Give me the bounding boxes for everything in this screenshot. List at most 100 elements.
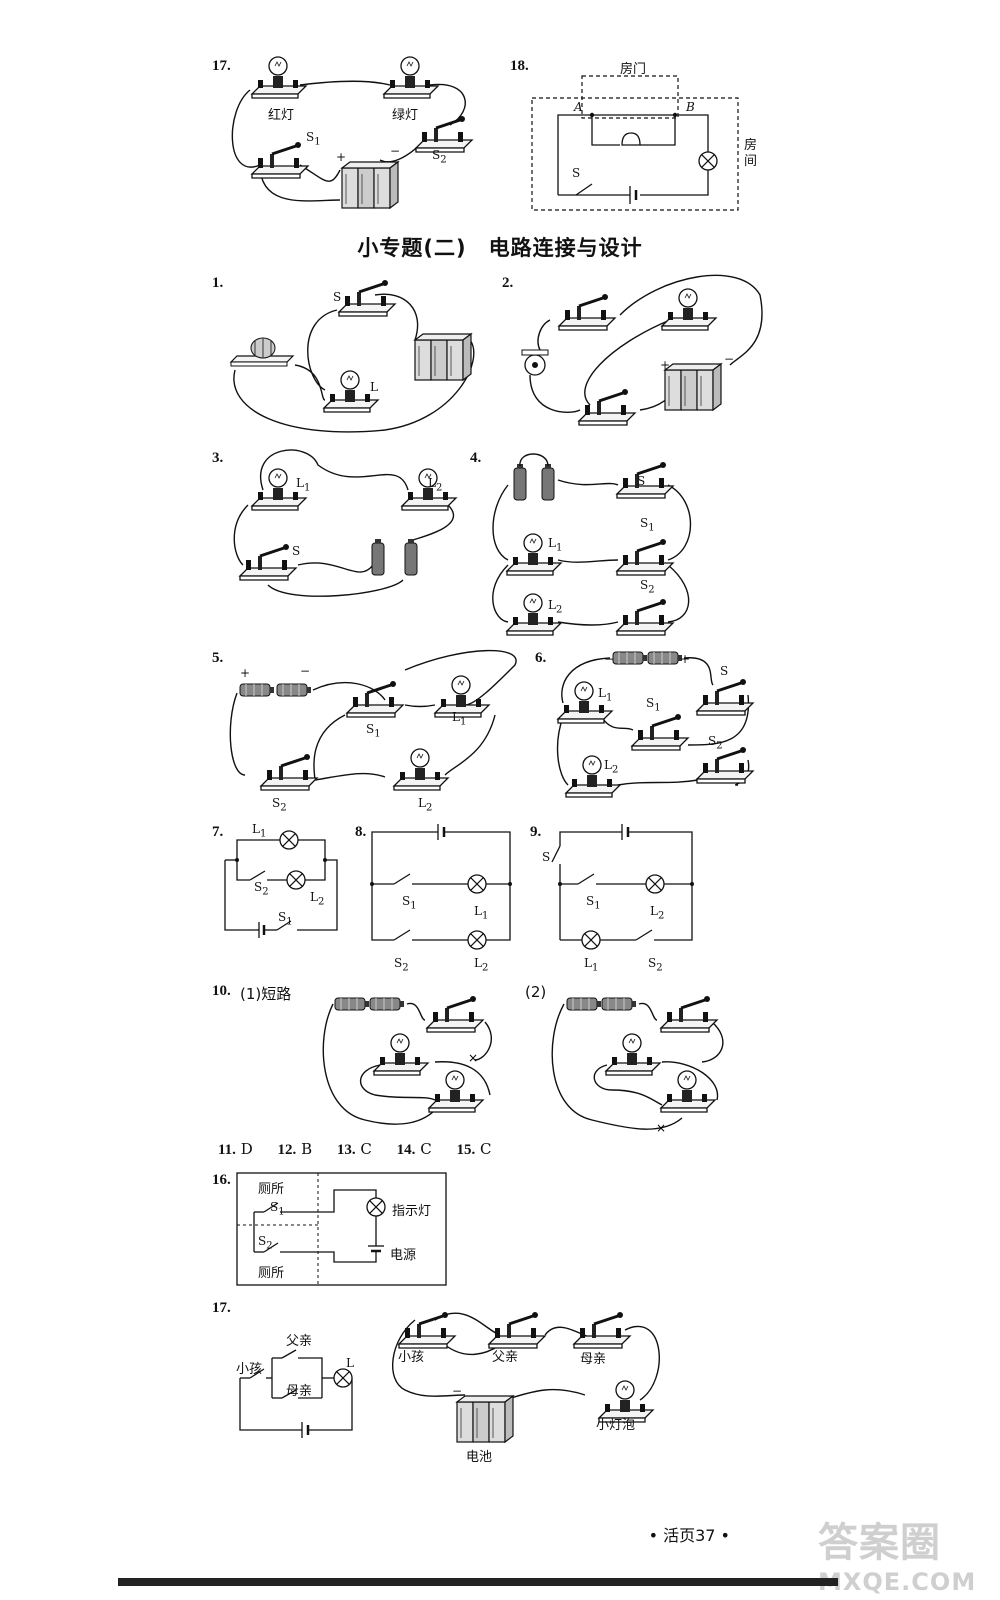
q17-circuit-diagram xyxy=(231,56,474,209)
q2-circuit-diagram xyxy=(521,274,763,427)
q16-toilet1-label: 厕所 xyxy=(258,1182,285,1197)
q18-circuit-diagram xyxy=(531,75,739,211)
q17b-schematic-diagram xyxy=(239,1349,353,1438)
q10-part1-label: (1)短路 xyxy=(240,985,292,1003)
q5-plus-label: + xyxy=(240,666,251,680)
q5-number: 5. xyxy=(212,650,224,666)
q17b-l-label: L xyxy=(346,1356,354,1370)
q17b-bulb-label: 小灯泡 xyxy=(596,1418,636,1433)
q10-part2-circuit-diagram: × xyxy=(551,994,724,1135)
q6-l1-label: L1 xyxy=(598,686,613,704)
q18-a-label: A xyxy=(574,100,583,114)
watermark-text: 答案圈 xyxy=(818,1520,941,1566)
q16-power-label: 电源 xyxy=(390,1248,417,1263)
q18-door-label: 房门 xyxy=(620,62,647,77)
q3-circuit-diagram xyxy=(233,449,457,597)
q1-s-label: S xyxy=(333,290,342,304)
q10-part1-circuit-diagram: × xyxy=(322,994,492,1125)
q9-s2-label: S2 xyxy=(648,956,663,974)
q17-plus-label: + xyxy=(336,150,347,164)
q16-s1-label: S1 xyxy=(270,1200,285,1218)
q4-l2-label: L2 xyxy=(548,598,563,616)
q18-b-label: B xyxy=(686,100,695,114)
q17b-mother-label: 母亲 xyxy=(286,1384,313,1399)
q8-s1-label: S1 xyxy=(402,894,417,912)
q17b-father2-label: 父亲 xyxy=(492,1350,519,1365)
q16-s2-label: S2 xyxy=(258,1234,273,1252)
q7-s1-label: S1 xyxy=(278,910,293,928)
q3-s-label: S xyxy=(292,544,301,558)
svg-text:×: × xyxy=(468,1051,478,1065)
answer-15: 15. C xyxy=(456,1140,492,1158)
q5-minus-label: − xyxy=(300,664,311,678)
q17b-number: 17. xyxy=(212,1300,231,1316)
section-title: 小专题(二) 电路连接与设计 xyxy=(357,236,643,260)
q17b-minus-label: − xyxy=(452,1384,463,1398)
q6-s1-label: S1 xyxy=(646,696,661,714)
q9-l2-label: L2 xyxy=(650,904,665,922)
q18-number: 18. xyxy=(510,58,529,74)
svg-text:×: × xyxy=(656,1121,666,1135)
q9-s-label: S xyxy=(542,850,551,864)
q7-l2-label: L2 xyxy=(310,890,325,908)
q4-s2-label: S2 xyxy=(640,578,655,596)
q3-number: 3. xyxy=(212,450,224,466)
q4-circuit-diagram xyxy=(492,453,692,637)
answer-12: 12. B xyxy=(277,1140,313,1158)
q17b-battery-label: 电池 xyxy=(466,1450,493,1465)
q9-circuit-diagram xyxy=(551,824,694,950)
q5-l1-label: L1 xyxy=(452,710,467,728)
q6-s-label: S xyxy=(720,664,729,678)
q16-indicator-label: 指示灯 xyxy=(392,1204,432,1219)
q2-minus-label: − xyxy=(724,352,735,366)
q17b-child2-label: 小孩 xyxy=(398,1350,425,1365)
q10-number: 10. xyxy=(212,983,231,999)
q17-red-light-label: 红灯 xyxy=(268,108,295,123)
q7-l1-label: L1 xyxy=(252,822,267,840)
q8-l2-label: L2 xyxy=(474,956,489,974)
q6-s2-label: S2 xyxy=(708,734,723,752)
q17b-father-label: 父亲 xyxy=(286,1334,313,1349)
q18-room-label: 房间 xyxy=(744,138,758,169)
answer-13: 13. C xyxy=(336,1140,372,1158)
q17-number: 17. xyxy=(212,58,231,74)
q6-l2-label: L2 xyxy=(604,758,619,776)
q17-green-light-label: 绿灯 xyxy=(392,108,419,123)
q1-number: 1. xyxy=(212,275,224,291)
q4-l1-label: L1 xyxy=(548,536,563,554)
watermark-url: MXQE.COM xyxy=(818,1568,977,1596)
q16-circuit-diagram xyxy=(236,1172,447,1286)
q5-l2-label: L2 xyxy=(418,796,433,814)
q8-circuit-diagram xyxy=(370,824,512,950)
q16-toilet2-label: 厕所 xyxy=(258,1266,285,1281)
bottom-scan-bar xyxy=(118,1578,838,1586)
q17b-circuit-diagram xyxy=(391,1310,660,1443)
q17b-child-label: 小孩 xyxy=(236,1362,263,1377)
q16-number: 16. xyxy=(212,1172,231,1188)
answer-11: 11. D xyxy=(218,1140,253,1158)
q2-number: 2. xyxy=(502,275,514,291)
q7-number: 7. xyxy=(212,824,224,840)
q2-plus-label: + xyxy=(660,358,671,372)
q4-number: 4. xyxy=(470,450,482,466)
q6-number: 6. xyxy=(535,650,547,666)
q9-number: 9. xyxy=(530,824,542,840)
q17-minus-label: − xyxy=(390,144,401,158)
q3-l1-label: L1 xyxy=(296,476,311,494)
q6-circuit-diagram xyxy=(556,651,755,798)
q3-l2-label: L2 xyxy=(428,476,443,494)
q5-s1-label: S1 xyxy=(366,722,381,740)
q4-s-label: S xyxy=(637,474,646,488)
q9-l1-label: L1 xyxy=(584,956,599,974)
q1-circuit-diagram xyxy=(229,278,475,433)
q6-plus-label: + xyxy=(680,652,691,666)
q8-l1-label: L1 xyxy=(474,904,489,922)
q1-l-label: L xyxy=(370,380,378,394)
q17b-mother2-label: 母亲 xyxy=(580,1352,607,1367)
q8-s2-label: S2 xyxy=(394,956,409,974)
q7-s2-label: S2 xyxy=(254,880,269,898)
q10-part2-label: (2) xyxy=(525,983,547,1001)
answers-11-15: 11. D 12. B 13. C 14. C 15. C xyxy=(218,1140,511,1159)
q17-s2-label: S2 xyxy=(432,148,447,166)
q6-minus-label: − xyxy=(604,652,615,666)
